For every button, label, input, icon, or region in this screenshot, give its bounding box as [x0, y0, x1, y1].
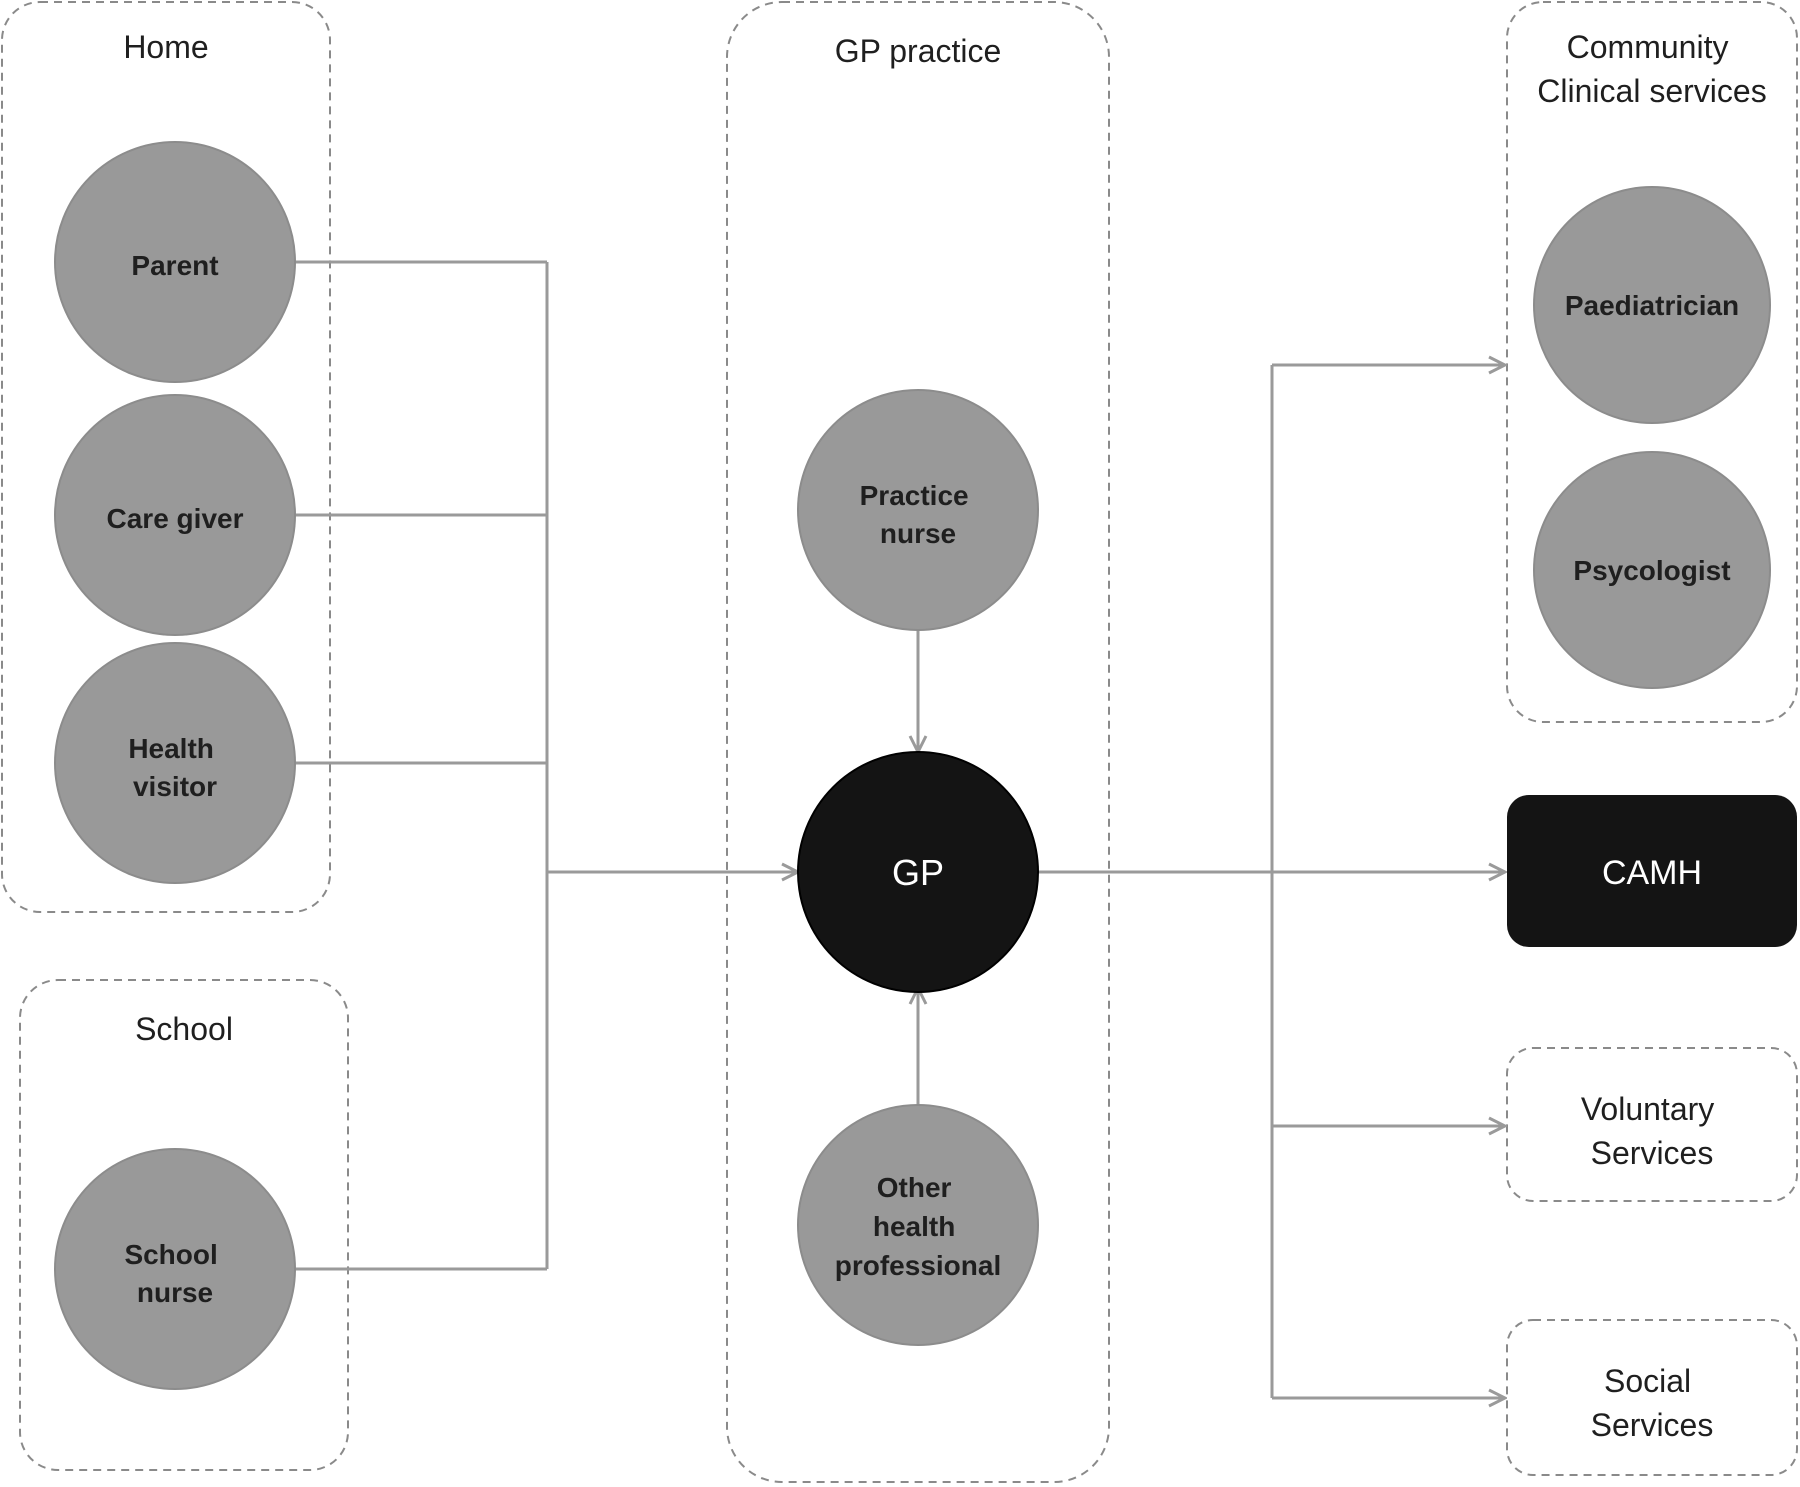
other-health-professional-node: Other health professional — [797, 1104, 1039, 1346]
paediatrician-label: Paediatrician — [1565, 290, 1739, 321]
care-giver-label: Care giver — [107, 503, 244, 534]
school-group-label: School — [135, 1011, 233, 1047]
home-group — [1, 1, 331, 913]
voluntary-services-box — [1506, 1047, 1798, 1202]
practice-nurse-node: Practice nurse — [797, 389, 1039, 631]
gp-practice-group — [726, 1, 1110, 1483]
paediatrician-node: Paediatrician — [1533, 186, 1771, 424]
camh-node: CAMH — [1507, 795, 1797, 947]
gp-node: GP — [797, 751, 1039, 993]
psycologist-label: Psycologist — [1573, 555, 1730, 586]
psycologist-node: Psycologist — [1533, 451, 1771, 689]
inbound-connectors — [295, 260, 798, 1271]
practice-nurse-label: Practice nurse — [860, 480, 977, 549]
camh-label: CAMH — [1602, 854, 1702, 892]
school-group — [19, 979, 349, 1471]
community-clinical-group-label: Community Clinical services — [1537, 29, 1766, 109]
other-health-professional-label: Other health professional — [835, 1172, 1001, 1281]
social-services-box — [1506, 1319, 1798, 1476]
home-group-label: Home — [123, 29, 208, 65]
health-visitor-node: Health visitor — [54, 642, 296, 884]
gp-practice-group-label: GP practice — [835, 33, 1002, 69]
outbound-connectors — [1038, 365, 1505, 1398]
parent-label: Parent — [131, 250, 218, 281]
school-nurse-label: School nurse — [124, 1239, 225, 1308]
gp-label: GP — [892, 852, 944, 893]
parent-node: Parent — [54, 141, 296, 383]
school-nurse-node: School nurse — [54, 1148, 296, 1390]
health-visitor-label: Health visitor — [128, 733, 221, 802]
community-label-line-2: Clinical services — [1537, 73, 1766, 109]
care-giver-node: Care giver — [54, 394, 296, 636]
voluntary-services-label: Voluntary Services — [1581, 1091, 1723, 1171]
community-label-line-1: Community — [1567, 29, 1729, 65]
social-services-label: Social Services — [1591, 1363, 1714, 1443]
